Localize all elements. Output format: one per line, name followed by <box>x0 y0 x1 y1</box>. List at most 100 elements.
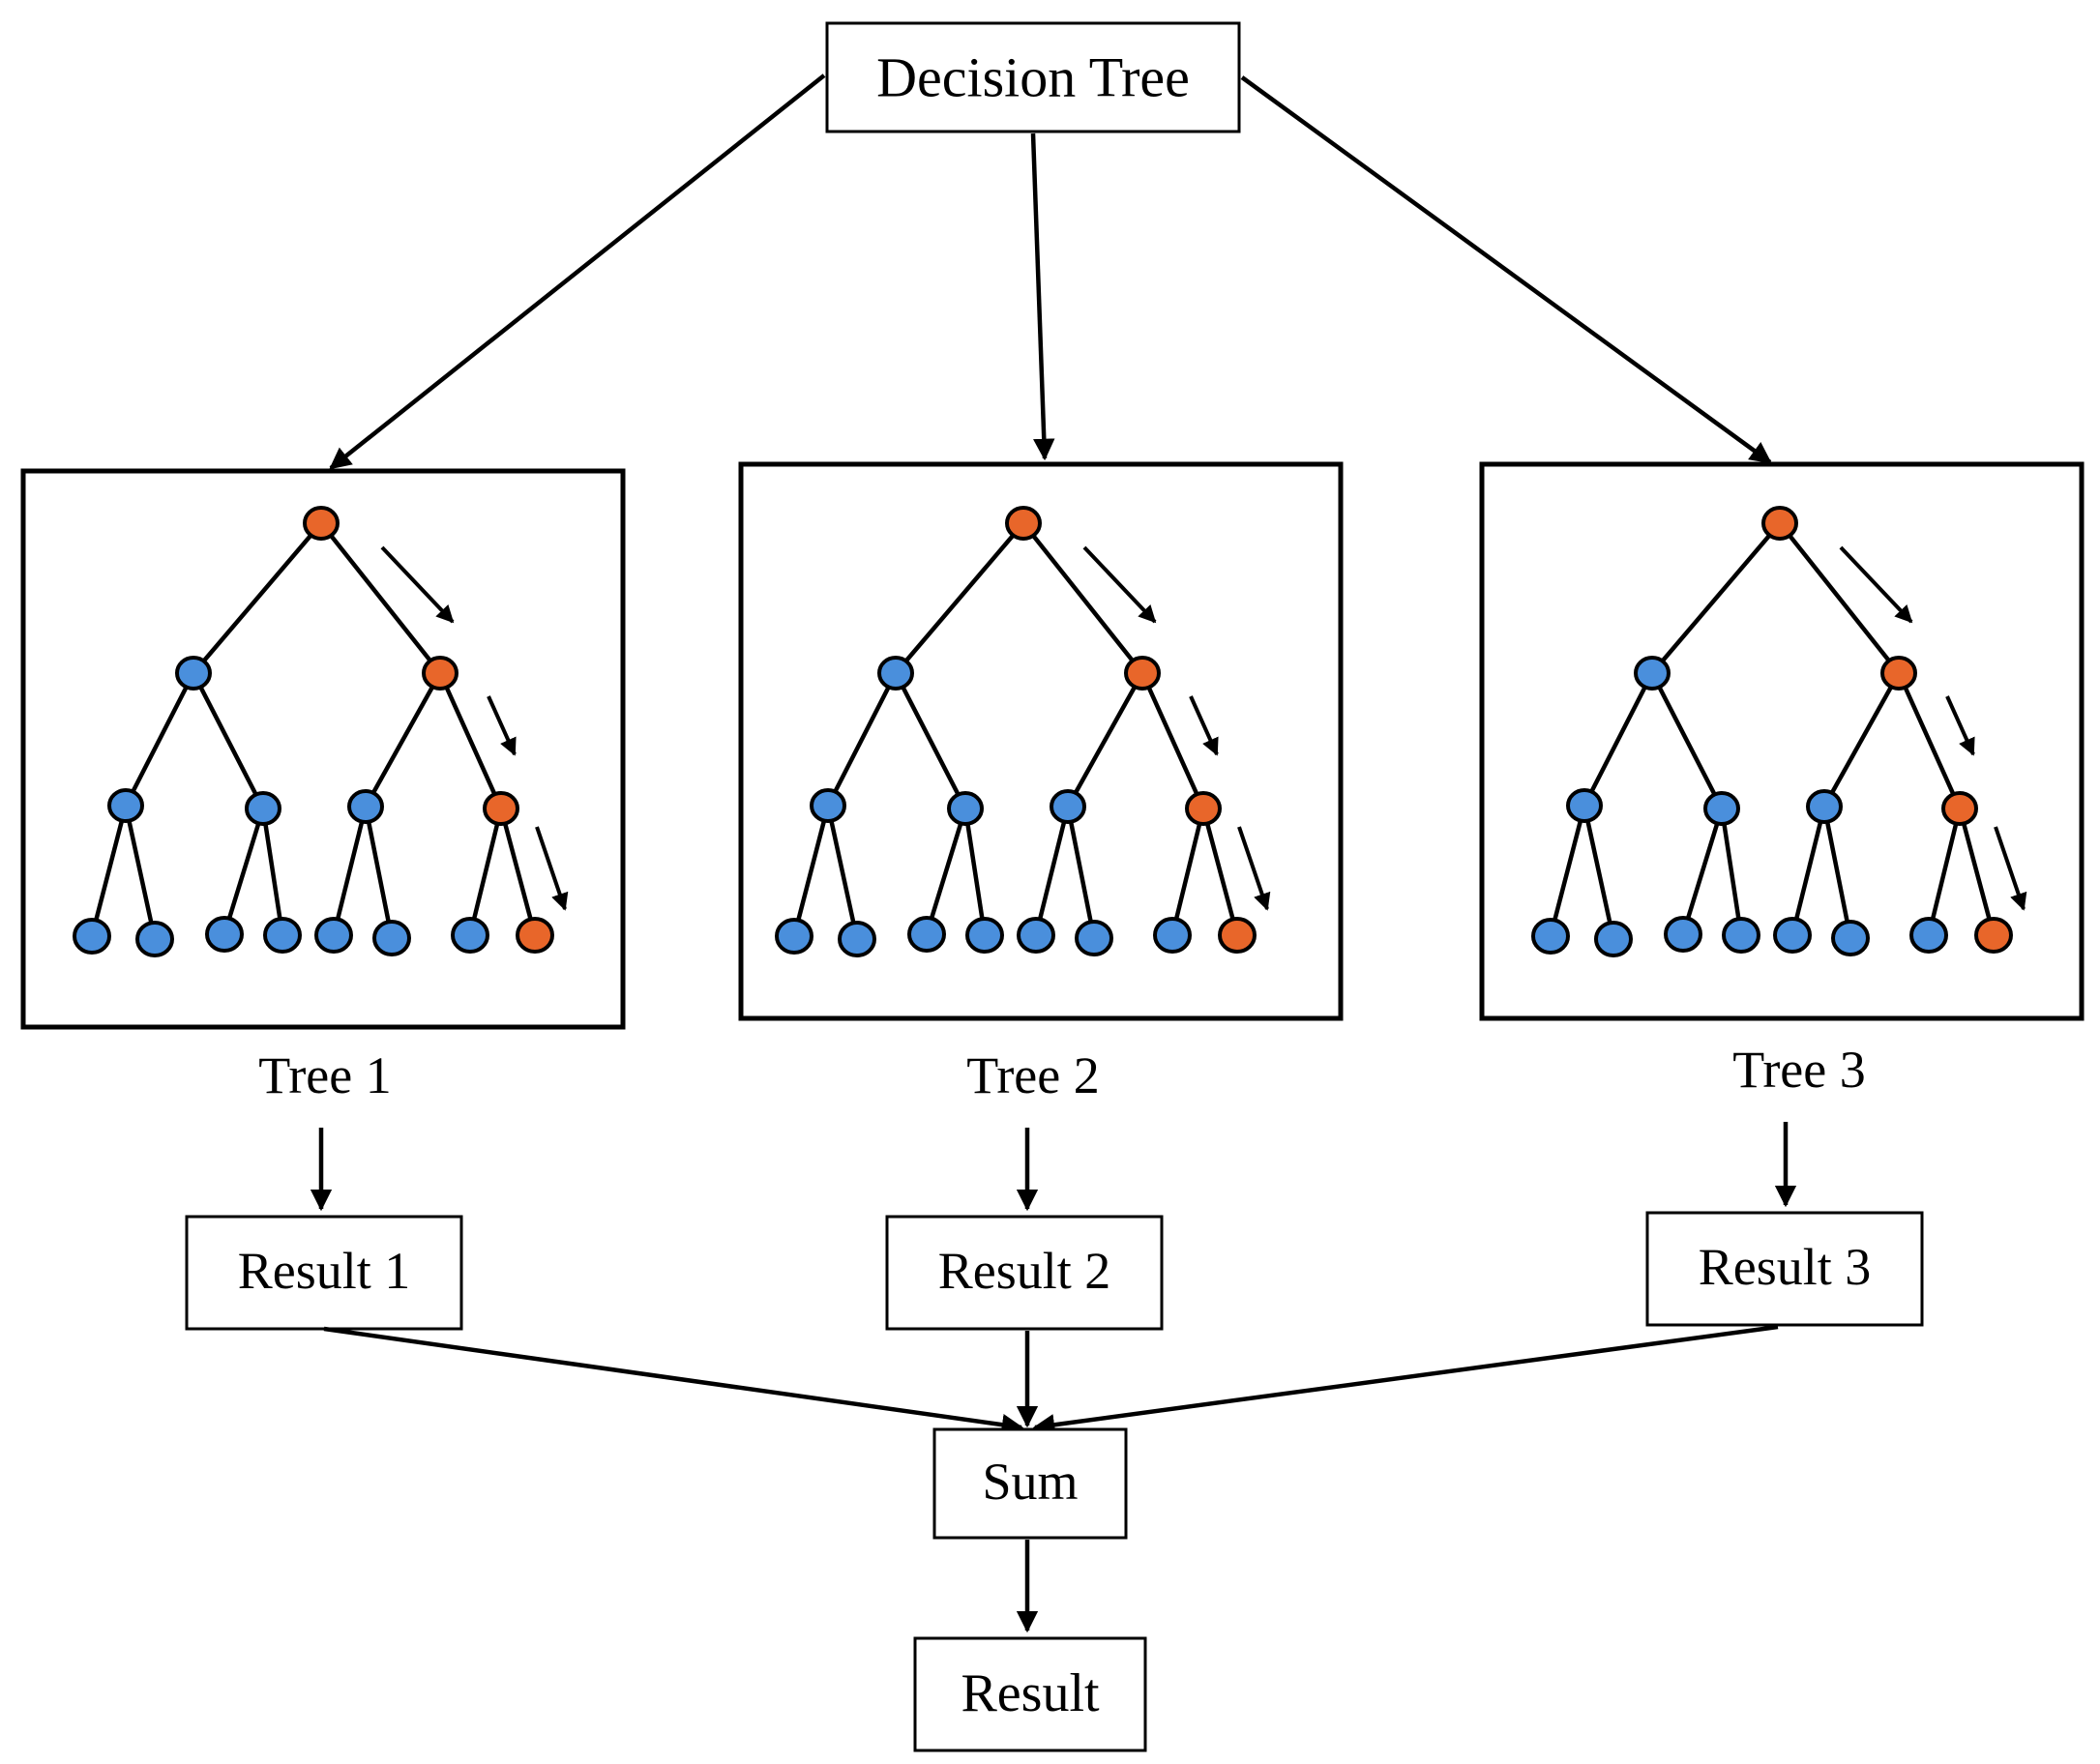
sum-label: Sum <box>982 1453 1078 1511</box>
tree-edge <box>1926 808 1963 936</box>
sum-box: Sum <box>932 1427 1128 1540</box>
tree-edge <box>1582 671 1655 808</box>
tree-node <box>810 788 846 823</box>
final-result-label: Result <box>961 1663 1100 1723</box>
tree-panel-3 <box>1479 461 2085 1021</box>
tree-edge <box>893 671 968 810</box>
tree-node-path <box>303 506 340 541</box>
tree-node <box>1664 916 1702 953</box>
tree-edge <box>498 808 538 936</box>
tree-edge <box>894 521 1025 675</box>
tree-edge <box>1066 671 1144 808</box>
tree-node <box>1017 917 1055 954</box>
tree-edge <box>437 672 504 809</box>
tree-edge <box>791 805 831 937</box>
tree-edge <box>825 805 860 940</box>
result-to-sum-arrows <box>323 1324 1779 1436</box>
decision-tree-label: Decision Tree <box>876 46 1190 109</box>
tree-panels <box>20 461 2085 1030</box>
tree-edge <box>331 806 369 936</box>
arrow-result-1-to-sum <box>323 1326 1024 1436</box>
arrow-root-to-tree-2 <box>1030 132 1055 461</box>
tree-node-path <box>1880 656 1917 691</box>
tree-node <box>135 921 174 957</box>
tree-node <box>877 656 914 691</box>
tree-node-path <box>422 656 458 691</box>
tree-node <box>965 917 1004 954</box>
path-direction-arrow <box>380 545 455 624</box>
tree-node <box>1566 788 1603 823</box>
tree-panel-2 <box>738 461 1344 1021</box>
tree-edge <box>1033 806 1071 936</box>
tree-edge <box>1200 808 1240 936</box>
tree-node <box>314 917 353 954</box>
tree-edge <box>364 671 442 808</box>
tree-to-result-arrows <box>310 1122 1797 1212</box>
tree-node <box>775 918 813 955</box>
tree-node <box>73 918 111 955</box>
result-3-box: Result 3 <box>1645 1211 1924 1327</box>
tree-edge <box>1719 808 1744 936</box>
tree-edge <box>1650 521 1782 675</box>
tree-edge <box>1680 808 1725 935</box>
tree-edge <box>1548 805 1587 937</box>
tree-node <box>1153 917 1192 954</box>
tree-node <box>1075 920 1113 956</box>
tree-node-path <box>516 917 554 954</box>
tree-node <box>347 789 384 824</box>
tree-node <box>1634 656 1671 691</box>
tree-node <box>263 917 302 954</box>
arrow-root-to-tree-1 <box>329 74 826 470</box>
path-direction-arrow <box>1839 545 1913 624</box>
tree-edge <box>191 671 266 810</box>
root-arrows <box>329 74 1772 470</box>
tree-edge <box>319 521 442 675</box>
tree-edge <box>1021 521 1144 675</box>
tree-edge <box>1896 672 1963 809</box>
tree-edge <box>1789 806 1827 936</box>
tree-node <box>947 791 984 826</box>
path-direction-arrow <box>535 826 569 911</box>
path-direction-arrow <box>1994 826 2027 911</box>
tree-node <box>1909 917 1948 954</box>
tree-panel-1 <box>20 468 626 1030</box>
path-direction-arrow <box>1189 695 1219 756</box>
result-2-box: Result 2 <box>885 1215 1164 1331</box>
arrow-root-to-tree-3 <box>1240 75 1772 464</box>
tree-edge <box>1822 671 1901 808</box>
path-direction-arrow <box>1237 826 1271 911</box>
path-direction-arrow <box>487 695 517 756</box>
tree-node-path <box>1005 506 1042 541</box>
tree-node <box>1050 789 1086 824</box>
tree-node <box>451 917 489 954</box>
tree-node-path <box>1218 917 1257 954</box>
tree-edge <box>260 808 285 936</box>
tree-edge <box>89 805 129 937</box>
tree-edge <box>962 808 988 936</box>
tree-edge <box>1065 806 1097 939</box>
tree-node <box>1831 920 1870 956</box>
tree-node <box>907 916 946 953</box>
path-direction-arrow <box>1945 695 1975 756</box>
tree-edge <box>363 806 395 939</box>
tree-node <box>1531 918 1570 955</box>
tree-edge <box>123 805 158 940</box>
tree-edge <box>1957 808 1996 936</box>
tree-edge <box>222 808 266 935</box>
decision-tree-box: Decision Tree <box>825 21 1241 133</box>
tree-3-label: Tree 3 <box>1732 1041 1866 1099</box>
tree-edge <box>192 521 323 675</box>
tree-node <box>1594 921 1633 957</box>
tree-node <box>107 788 144 823</box>
result-2-label: Result 2 <box>938 1242 1111 1300</box>
tree-edge <box>1821 806 1853 939</box>
tree-node <box>245 791 281 826</box>
tree-node-path <box>1124 656 1161 691</box>
tree-edge <box>1582 805 1616 940</box>
tree-node-path <box>1185 791 1222 826</box>
tree-edge <box>825 671 899 808</box>
tree-edge <box>1139 672 1206 809</box>
tree-node-path <box>1974 917 2013 954</box>
tree-node-path <box>1761 506 1798 541</box>
